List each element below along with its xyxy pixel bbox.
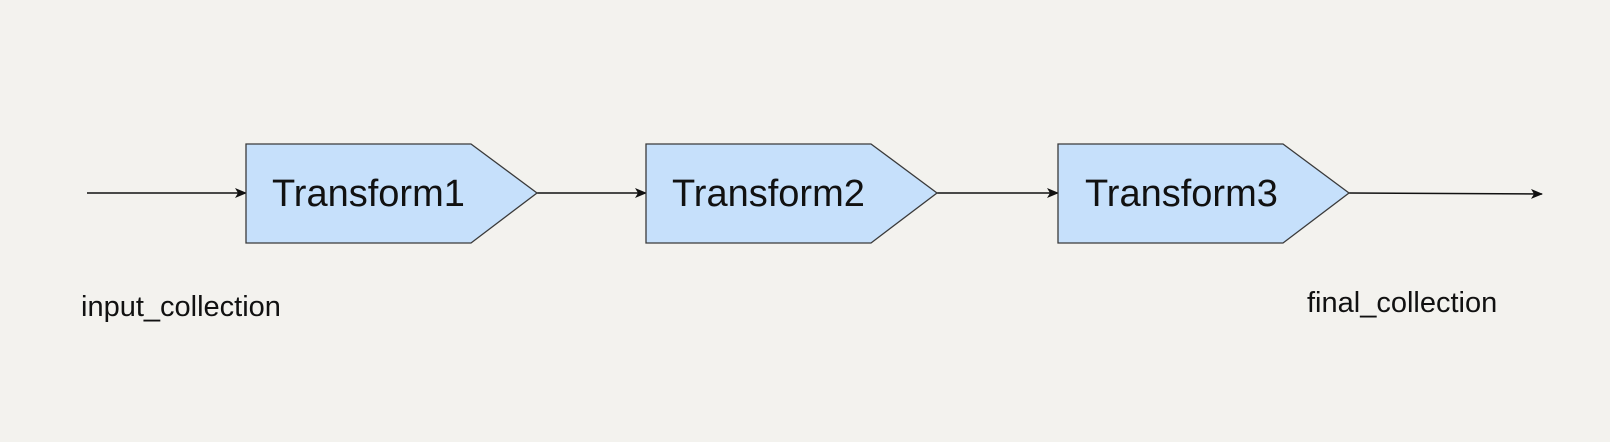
- transform3-node: Transform3: [1057, 143, 1351, 244]
- transform1-label: Transform1: [272, 173, 465, 215]
- input-collection-label: input_collection: [81, 291, 281, 323]
- edge-transform3-to-output: [1348, 188, 1543, 199]
- final-collection-label: final_collection: [1307, 287, 1497, 319]
- transform3-label: Transform3: [1085, 173, 1278, 215]
- transform3-shape: [1057, 143, 1351, 244]
- transform2-label: Transform2: [672, 173, 865, 215]
- transform2-node: Transform2: [645, 143, 939, 244]
- transform1-node: Transform1: [245, 143, 539, 244]
- transform1-shape: [245, 143, 539, 244]
- transform2-shape: [645, 143, 939, 244]
